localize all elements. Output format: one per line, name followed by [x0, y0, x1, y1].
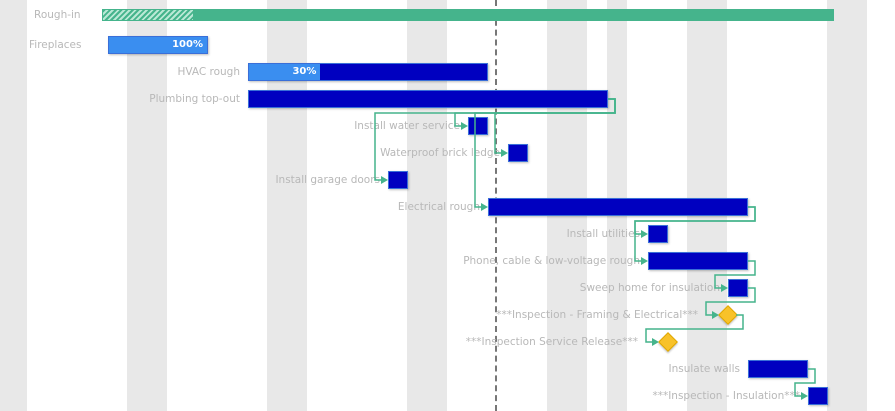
arrow-head — [501, 149, 508, 157]
dependency-arrow[interactable] — [645, 314, 744, 346]
dependency-arrow[interactable] — [705, 287, 756, 319]
task-bar[interactable] — [468, 117, 488, 135]
nonworking-stripe — [127, 0, 167, 411]
task-bar[interactable] — [508, 144, 528, 162]
task-progress — [249, 64, 321, 80]
progress-label: 30% — [292, 66, 317, 77]
task-label: Rough-in — [34, 9, 81, 21]
task-bar[interactable] — [648, 252, 748, 270]
arrow-head — [461, 122, 468, 130]
dependency-arrow[interactable] — [714, 260, 756, 292]
nonworking-stripe — [827, 0, 867, 411]
dependency-arrow[interactable] — [494, 98, 616, 157]
arrow-head — [641, 230, 648, 238]
task-bar[interactable] — [728, 279, 748, 297]
task-bar[interactable]: 100% — [108, 36, 208, 54]
task-label: Fireplaces — [29, 39, 82, 51]
task-label: Install utilities — [566, 228, 640, 240]
dependency-arrow[interactable] — [794, 368, 816, 400]
task-progress — [109, 37, 207, 53]
task-label: Electrical rough — [397, 201, 480, 213]
task-label: ***Inspection Service Release*** — [465, 336, 638, 348]
arrow-head — [801, 392, 808, 400]
arrow-head — [652, 338, 659, 346]
arrow-head — [641, 257, 648, 265]
task-label: Plumbing top-out — [149, 93, 240, 105]
arrow-head — [381, 176, 388, 184]
task-label: Sweep home for insulation — [579, 282, 720, 294]
dependency-arrow[interactable] — [454, 98, 616, 130]
nonworking-stripe — [0, 0, 27, 411]
dependency-arrow[interactable] — [474, 98, 616, 211]
arrow-head — [712, 311, 719, 319]
task-label: Insulate walls — [668, 363, 740, 375]
task-label: ***Inspection - Framing & Electrical*** — [496, 309, 698, 321]
task-label: Waterproof brick ledge — [380, 147, 500, 159]
task-label: ***Inspection - Insulation*** — [652, 390, 800, 402]
task-bar[interactable] — [748, 360, 808, 378]
arrow-head — [721, 284, 728, 292]
arrow-head — [481, 203, 488, 211]
task-bar[interactable] — [808, 387, 828, 405]
summary-progress — [102, 9, 194, 21]
task-bar[interactable]: 30% — [248, 63, 488, 81]
dependency-arrow[interactable] — [634, 206, 756, 265]
task-label: Phone, cable & low-voltage rough — [463, 255, 640, 267]
task-label: HVAC rough — [177, 66, 240, 78]
task-label: Install water service — [354, 120, 460, 132]
task-bar[interactable] — [388, 171, 408, 189]
summary-bar[interactable] — [102, 9, 834, 21]
task-label: Install garage doors — [275, 174, 380, 186]
task-bar[interactable] — [248, 90, 608, 108]
task-bar[interactable] — [648, 225, 668, 243]
task-bar[interactable] — [488, 198, 748, 216]
progress-label: 100% — [172, 39, 203, 50]
dependency-arrow[interactable] — [634, 206, 756, 238]
